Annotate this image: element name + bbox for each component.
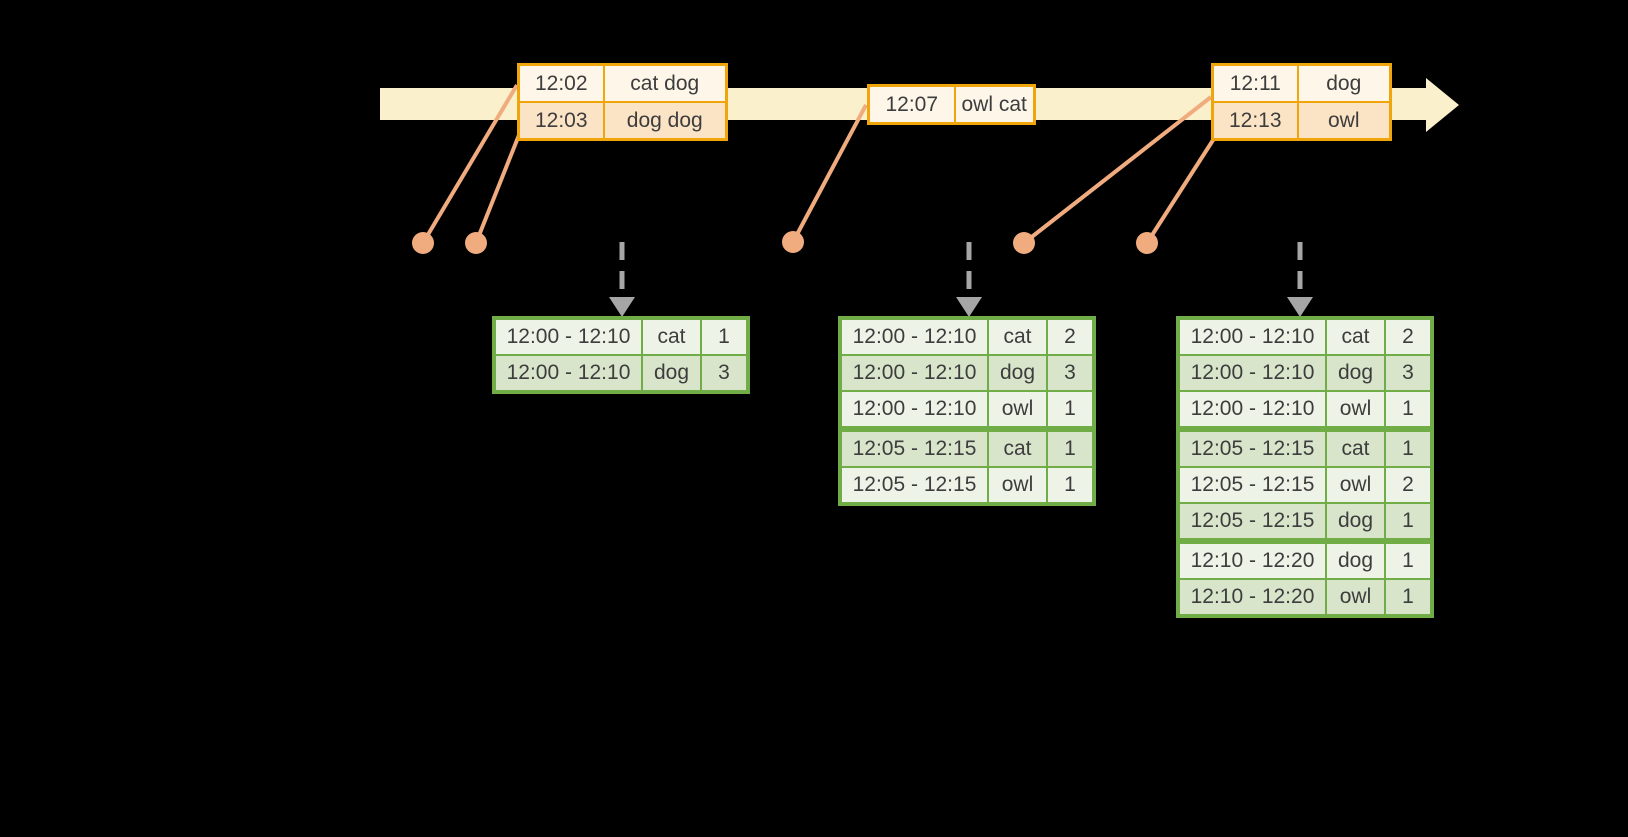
table-cell: 12:05 - 12:15 bbox=[839, 426, 989, 468]
table-cell: cat bbox=[1325, 426, 1386, 468]
table-cell: owl bbox=[987, 466, 1048, 505]
table-cell: 12:02 bbox=[517, 63, 605, 103]
table-cell: 1 bbox=[1046, 390, 1095, 430]
table-cell: dog dog bbox=[602, 101, 728, 141]
table-cell: 12:07 bbox=[867, 84, 956, 125]
table-cell: 12:00 - 12:10 bbox=[1177, 317, 1327, 356]
event-connector-line bbox=[474, 129, 523, 244]
table-cell: 1 bbox=[1384, 538, 1433, 580]
table-cell: 12:10 - 12:20 bbox=[1177, 578, 1327, 617]
table-cell: 12:05 - 12:15 bbox=[1177, 426, 1327, 468]
trigger-arrow-icon bbox=[1287, 242, 1313, 317]
timeline-arrow-icon bbox=[1426, 78, 1459, 132]
table-cell: 12:03 bbox=[517, 101, 605, 141]
table-cell: dog bbox=[1325, 538, 1386, 580]
event-connector-line bbox=[1022, 95, 1213, 245]
table-cell: dog bbox=[987, 354, 1048, 392]
table-cell: 12:13 bbox=[1211, 101, 1299, 141]
table-cell: 1 bbox=[1384, 502, 1433, 542]
event-connector-line bbox=[791, 104, 868, 243]
trigger-arrow-icon bbox=[609, 242, 635, 317]
table-cell: cat bbox=[641, 317, 702, 356]
table-cell: 12:00 - 12:10 bbox=[493, 317, 643, 356]
table-cell: 12:00 - 12:10 bbox=[839, 390, 989, 430]
table-cell: owl bbox=[987, 390, 1048, 430]
table-cell: 3 bbox=[1384, 354, 1433, 392]
table-cell: owl cat bbox=[953, 84, 1036, 125]
table-cell: 12:00 - 12:10 bbox=[1177, 390, 1327, 430]
table-cell: 1 bbox=[700, 317, 749, 356]
table-cell: 12:11 bbox=[1211, 63, 1299, 103]
table-cell: 3 bbox=[700, 354, 749, 393]
table-cell: dog bbox=[1296, 63, 1392, 103]
table-cell: 12:00 - 12:10 bbox=[839, 354, 989, 392]
trigger-arrow-icon bbox=[956, 242, 982, 317]
table-cell: 12:05 - 12:15 bbox=[1177, 466, 1327, 504]
table-cell: 3 bbox=[1046, 354, 1095, 392]
table-cell: 1 bbox=[1046, 466, 1095, 505]
table-cell: dog bbox=[1325, 502, 1386, 542]
table-cell: 12:00 - 12:10 bbox=[493, 354, 643, 393]
table-cell: 12:00 - 12:10 bbox=[839, 317, 989, 356]
table-cell: 12:05 - 12:15 bbox=[839, 466, 989, 505]
table-cell: owl bbox=[1325, 466, 1386, 504]
table-cell: 2 bbox=[1384, 317, 1433, 356]
table-cell: owl bbox=[1325, 390, 1386, 430]
connector-dot-icon bbox=[465, 232, 487, 254]
table-cell: dog bbox=[641, 354, 702, 393]
table-cell: cat dog bbox=[602, 63, 728, 103]
connector-dot-icon bbox=[1136, 232, 1158, 254]
table-cell: 1 bbox=[1046, 426, 1095, 468]
table-cell: 1 bbox=[1384, 390, 1433, 430]
table-cell: 2 bbox=[1384, 466, 1433, 504]
event-connector-line bbox=[421, 83, 519, 245]
table-cell: owl bbox=[1296, 101, 1392, 141]
table-cell: cat bbox=[987, 317, 1048, 356]
table-cell: dog bbox=[1325, 354, 1386, 392]
table-cell: 12:10 - 12:20 bbox=[1177, 538, 1327, 580]
connector-dot-icon bbox=[412, 232, 434, 254]
table-cell: cat bbox=[987, 426, 1048, 468]
connector-dot-icon bbox=[1013, 232, 1035, 254]
table-cell: 1 bbox=[1384, 578, 1433, 617]
table-cell: 2 bbox=[1046, 317, 1095, 356]
event-connector-line bbox=[1145, 135, 1217, 245]
connector-dot-icon bbox=[782, 231, 804, 253]
table-cell: cat bbox=[1325, 317, 1386, 356]
table-cell: 1 bbox=[1384, 426, 1433, 468]
table-cell: 12:00 - 12:10 bbox=[1177, 354, 1327, 392]
table-cell: owl bbox=[1325, 578, 1386, 617]
table-cell: 12:05 - 12:15 bbox=[1177, 502, 1327, 542]
